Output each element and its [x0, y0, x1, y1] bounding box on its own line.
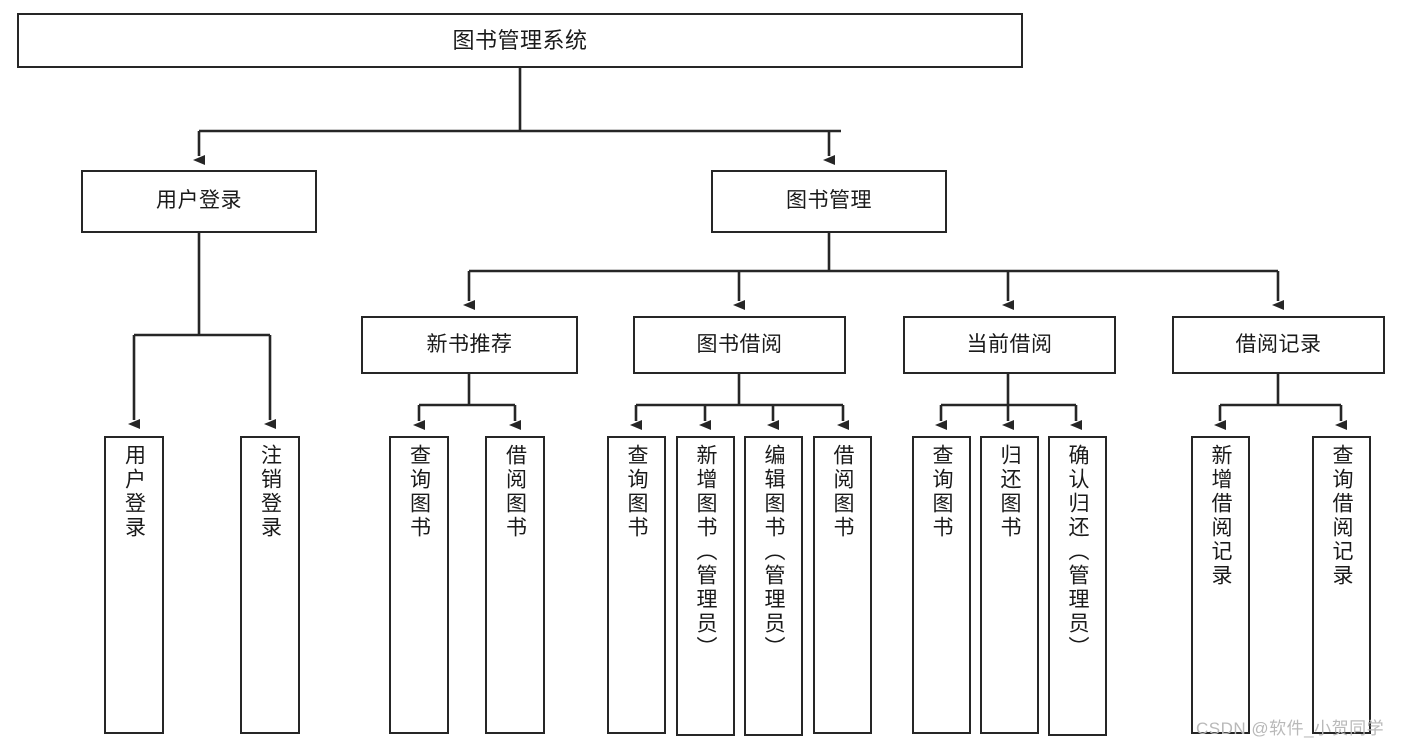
- node-label: 借阅图书: [831, 444, 854, 540]
- leaf-query-book-borrow[interactable]: 查询图书: [607, 436, 666, 734]
- leaf-add-borrow-record[interactable]: 新增借阅记录: [1191, 436, 1250, 734]
- node-label: 确认归还（管理员）: [1066, 444, 1089, 660]
- leaf-user-login[interactable]: 用户登录: [104, 436, 164, 734]
- leaf-confirm-return-admin[interactable]: 确认归还（管理员）: [1048, 436, 1107, 736]
- node-user-login[interactable]: 用户登录: [81, 170, 317, 233]
- leaf-logout[interactable]: 注销登录: [240, 436, 300, 734]
- node-label: 借阅图书: [503, 444, 527, 540]
- node-label: 借阅记录: [1235, 332, 1322, 356]
- leaf-borrow-book[interactable]: 借阅图书: [813, 436, 872, 734]
- node-label: 查询图书: [625, 444, 648, 540]
- node-label: 新书推荐: [426, 332, 513, 356]
- leaf-edit-book-admin[interactable]: 编辑图书（管理员）: [744, 436, 803, 736]
- node-label: 用户登录: [156, 189, 242, 213]
- leaf-add-book-admin[interactable]: 新增图书（管理员）: [676, 436, 735, 736]
- node-current-borrow[interactable]: 当前借阅: [903, 316, 1116, 374]
- leaf-return-book[interactable]: 归还图书: [980, 436, 1039, 734]
- node-label: 当前借阅: [966, 332, 1053, 356]
- node-label: 用户登录: [122, 444, 146, 540]
- leaf-query-borrow-record[interactable]: 查询借阅记录: [1312, 436, 1371, 734]
- node-book-borrow[interactable]: 图书借阅: [633, 316, 846, 374]
- node-borrow-record[interactable]: 借阅记录: [1172, 316, 1385, 374]
- node-label: 查询图书: [930, 444, 953, 540]
- leaf-borrow-book-recommend[interactable]: 借阅图书: [485, 436, 545, 734]
- node-book-management[interactable]: 图书管理: [711, 170, 947, 233]
- node-label: 图书管理: [786, 189, 872, 213]
- csdn-watermark: CSDN @软件_小贺同学: [1196, 719, 1385, 738]
- node-label: 查询图书: [407, 444, 431, 540]
- node-label: 新增借阅记录: [1209, 444, 1232, 588]
- node-book-management-system[interactable]: 图书管理系统: [17, 13, 1023, 68]
- node-label: 新增图书（管理员）: [694, 444, 717, 660]
- node-label: 归还图书: [998, 444, 1021, 540]
- leaf-query-book-recommend[interactable]: 查询图书: [389, 436, 449, 734]
- node-label: 编辑图书（管理员）: [762, 444, 785, 660]
- node-new-book-recommend[interactable]: 新书推荐: [361, 316, 578, 374]
- leaf-query-book-current[interactable]: 查询图书: [912, 436, 971, 734]
- node-label: 图书管理系统: [452, 27, 588, 53]
- node-label: 查询借阅记录: [1330, 444, 1353, 588]
- node-label: 注销登录: [258, 444, 282, 540]
- node-label: 图书借阅: [696, 332, 783, 356]
